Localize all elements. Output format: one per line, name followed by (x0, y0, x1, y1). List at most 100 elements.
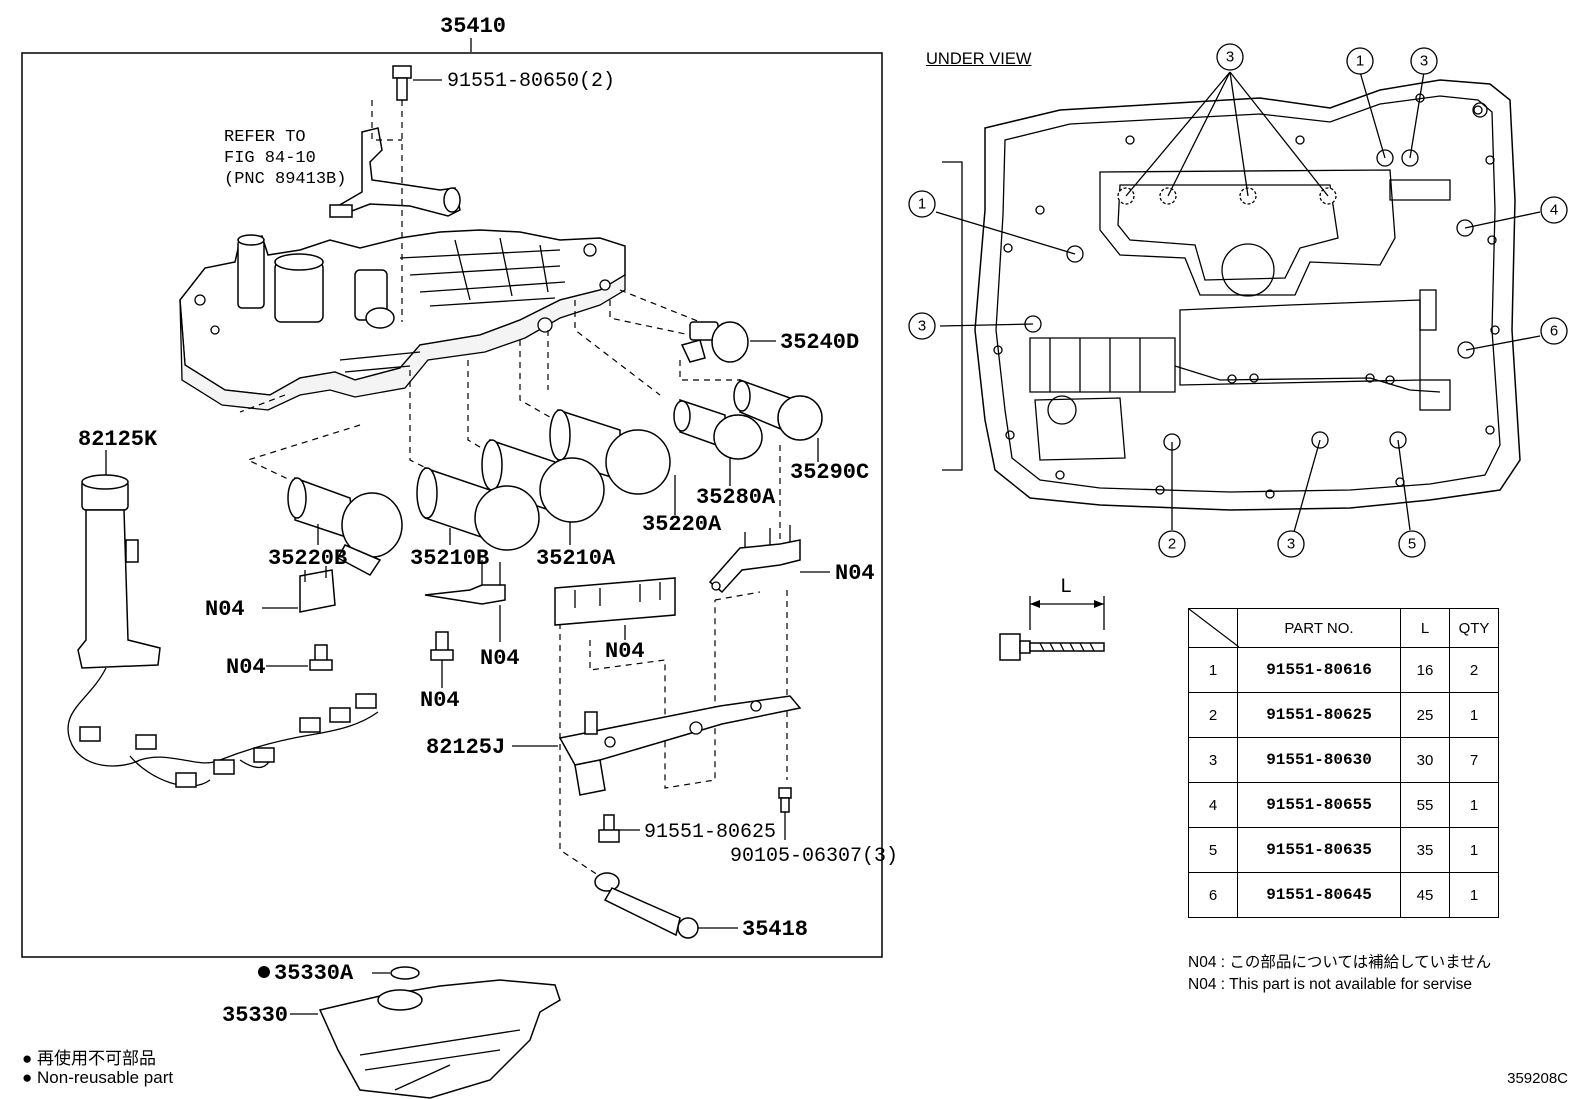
refer-to-line2: FIG 84-10 (224, 149, 316, 168)
callout-82125k: 82125K (78, 427, 158, 452)
row-part-no: 91551-80645 (1237, 872, 1401, 918)
callout-circle: 3 (1216, 43, 1244, 71)
solenoid-35210a-icon (481, 438, 605, 523)
row-length: 30 (1400, 737, 1450, 783)
callout-82125j: 82125J (426, 735, 505, 760)
bolt-top-icon (392, 65, 412, 101)
refer-to-line1: REFER TO (224, 128, 306, 147)
legend-english: ● Non-reusable part (22, 1068, 173, 1088)
callout-bolt-80625: 91551-80625 (644, 821, 776, 844)
callout-circle: 3 (1277, 530, 1305, 558)
row-qty: 1 (1449, 827, 1499, 873)
callout-35280a: 35280A (696, 485, 776, 510)
bolt-length-label: L (1060, 576, 1072, 599)
callout-35220b: 35220B (268, 546, 347, 571)
callout-circle: 3 (908, 312, 936, 340)
n04-plate-icon (554, 577, 676, 626)
callout-35418: 35418 (742, 917, 808, 942)
table-row: 3 91551-80630 30 7 (1188, 737, 1499, 783)
bolt-06307-icon (778, 787, 792, 813)
n04-bracket-mid-icon (424, 560, 506, 605)
assembly-frame (21, 52, 883, 958)
row-index: 2 (1188, 692, 1238, 738)
table-row: 1 91551-80616 16 2 (1188, 647, 1499, 693)
bullet-icon: ● (22, 1049, 33, 1068)
table-header-l: L (1400, 608, 1450, 648)
callout-circle: 2 (1158, 530, 1186, 558)
tube-35418-icon (594, 872, 699, 939)
svg-text:4: 4 (1550, 202, 1558, 219)
callout-circle: 5 (1398, 530, 1426, 558)
row-length: 55 (1400, 782, 1450, 828)
row-part-no: 91551-80655 (1237, 782, 1401, 828)
note-japanese: N04 : この部品については補給していません (1188, 954, 1492, 971)
callout-35210a: 35210A (536, 546, 616, 571)
svg-text:6: 6 (1550, 323, 1558, 340)
callout-35210b: 35210B (410, 546, 489, 571)
svg-text:3: 3 (1287, 536, 1295, 553)
solenoid-35290c-icon (733, 378, 823, 441)
svg-text:1: 1 (1356, 53, 1364, 70)
solenoid-35210b-icon (416, 466, 540, 551)
callout-n04-3: N04 (420, 688, 460, 713)
legend-english-text: Non-reusable part (37, 1068, 174, 1087)
table-header-qty: QTY (1449, 608, 1499, 648)
n04-bracket-right-icon (708, 525, 801, 594)
row-qty: 7 (1449, 737, 1499, 783)
callout-bolt-06307: 90105-06307(3) (730, 845, 898, 868)
row-length: 25 (1400, 692, 1450, 738)
bolt-80625-icon (598, 814, 620, 843)
bullet-icon: ● (22, 1068, 33, 1087)
n04-bolt-mid-icon (430, 631, 454, 661)
row-part-no: 91551-80616 (1237, 647, 1401, 693)
table-corner-cell (1188, 608, 1239, 648)
callout-n04-2: N04 (226, 655, 266, 680)
bolt-parts-table: PART NO. L QTY 1 91551-80616 16 2 2 9155… (1188, 608, 1499, 918)
solenoid-35220b-icon (287, 476, 403, 576)
solenoid-35220a-icon (549, 408, 671, 495)
bolt-length-icon (999, 596, 1105, 661)
row-index: 4 (1188, 782, 1238, 828)
figure-code: 359208C (1507, 1070, 1568, 1087)
svg-text:3: 3 (918, 318, 926, 335)
row-index: 1 (1188, 647, 1238, 693)
strainer-35330-icon (318, 979, 561, 1099)
table-row: 6 91551-80645 45 1 (1188, 872, 1499, 918)
callout-n04-5: N04 (605, 639, 645, 664)
row-part-no: 91551-80635 (1237, 827, 1401, 873)
row-length: 35 (1400, 827, 1450, 873)
callout-35290c: 35290C (790, 460, 869, 485)
callout-35330: 35330 (222, 1003, 288, 1028)
row-qty: 1 (1449, 872, 1499, 918)
svg-text:1: 1 (918, 196, 926, 213)
row-part-no: 91551-80630 (1237, 737, 1401, 783)
callout-circle: 1 (908, 190, 936, 218)
n04-bracket-left-icon (299, 566, 336, 613)
callout-circle: 4 (1540, 196, 1568, 224)
o-ring-icon (390, 966, 420, 980)
row-index: 3 (1188, 737, 1238, 783)
row-index: 5 (1188, 827, 1238, 873)
svg-text:3: 3 (1420, 53, 1428, 70)
assembly-number: 35410 (440, 14, 506, 39)
table-row: 5 91551-80635 35 1 (1188, 827, 1499, 873)
callout-bolt-top: 91551-80650(2) (447, 70, 615, 93)
row-qty: 1 (1449, 782, 1499, 828)
row-qty: 2 (1449, 647, 1499, 693)
callout-n04-4: N04 (480, 646, 520, 671)
callout-circle: 1 (1346, 47, 1374, 75)
legend-japanese-text: 再使用不可部品 (37, 1049, 157, 1068)
row-qty: 1 (1449, 692, 1499, 738)
callout-circle: 3 (1410, 47, 1438, 75)
solenoid-35280a-icon (673, 398, 763, 460)
wire-harness-82125k-icon (67, 474, 379, 788)
callout-n04-6: N04 (835, 561, 875, 586)
svg-text:5: 5 (1408, 536, 1416, 553)
table-row: 2 91551-80625 25 1 (1188, 692, 1499, 738)
svg-text:2: 2 (1168, 536, 1176, 553)
callout-35330a: 35330A (274, 961, 354, 986)
under-view-label: UNDER VIEW (926, 50, 1032, 68)
non-reusable-mark-icon (258, 966, 270, 978)
n04-bolt-left-icon (309, 644, 333, 671)
